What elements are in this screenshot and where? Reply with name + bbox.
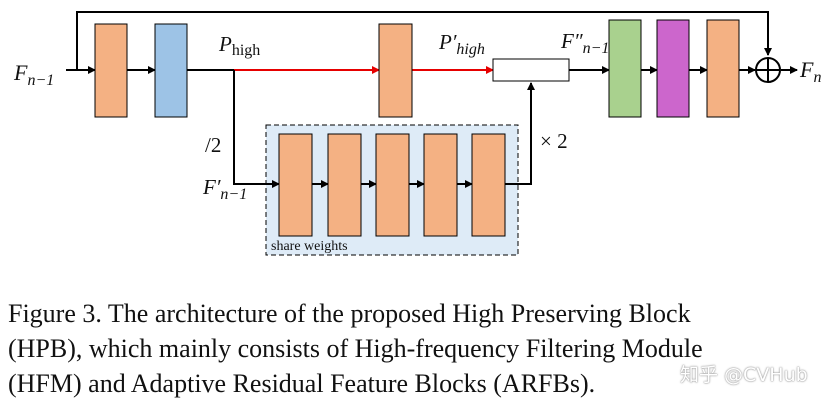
watermark: 知乎 @CVHub bbox=[680, 364, 808, 386]
share-weights-label: share weights bbox=[271, 239, 348, 254]
p-high-label: Phigh bbox=[218, 32, 260, 59]
shared-arfb-block-1 bbox=[278, 133, 313, 237]
shared-arfb-block-5 bbox=[471, 133, 506, 237]
arfb-block-high bbox=[378, 23, 413, 118]
hfm-block bbox=[154, 23, 188, 118]
downsample-branch-line bbox=[233, 70, 280, 188]
p-high-prime-label: P′high bbox=[438, 30, 485, 58]
hpb-architecture-diagram: Fn−1 Phigh P′high F″n−1 Fn /2 F′n−1 × 2 … bbox=[13, 11, 821, 256]
shared-arfb-block-4 bbox=[423, 133, 458, 237]
upsample-to-concat-line bbox=[505, 82, 535, 185]
shared-arfb-block-2 bbox=[327, 133, 362, 237]
elementwise-add-node bbox=[755, 57, 781, 83]
ca-block bbox=[656, 19, 690, 118]
conv1-block bbox=[608, 19, 642, 118]
arfb-block-output bbox=[706, 19, 740, 118]
caption-line-1: Figure 3. The architecture of the propos… bbox=[8, 299, 691, 328]
shared-arfb-block-3 bbox=[375, 133, 410, 237]
f-double-prime-label: F″n−1 bbox=[560, 29, 609, 57]
downsample-label: /2 bbox=[205, 133, 221, 157]
figure-caption: Figure 3. The architecture of the propos… bbox=[8, 296, 823, 401]
caption-line-3: (HFM) and Adaptive Residual Feature Bloc… bbox=[8, 369, 596, 398]
arfb-block-input bbox=[94, 23, 128, 118]
f-prime-label: F′n−1 bbox=[202, 175, 247, 203]
concat-block bbox=[492, 58, 570, 82]
skip-connection-line bbox=[76, 11, 772, 70]
caption-line-2: (HPB), which mainly consists of High-fre… bbox=[8, 334, 703, 363]
output-feature-label: Fn bbox=[799, 57, 821, 86]
upsample-label: × 2 bbox=[540, 129, 568, 153]
input-feature-label: Fn−1 bbox=[13, 60, 54, 89]
